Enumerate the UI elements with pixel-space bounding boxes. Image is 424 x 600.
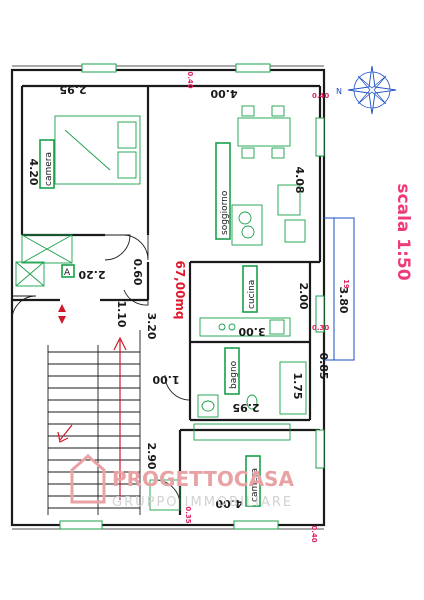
dim-camera1-width: 2.95 — [59, 83, 86, 96]
dim-camera1-depth: 4.20 — [27, 158, 40, 185]
dim-soggiorno-width: 4.00 — [210, 87, 237, 100]
dim-bottom-035: 0.35 — [184, 506, 192, 523]
dim-camera2-depth: 2.90 — [145, 442, 158, 469]
dim-cucina-depth: 2.00 — [297, 282, 310, 309]
dim-wall-060: 0.60 — [131, 258, 144, 285]
room-labels: camera soggiorno cucina bagno camera A — [39, 139, 261, 507]
room-label-camera-1: camera — [44, 152, 54, 186]
windows — [59, 63, 325, 530]
total-area: 67,00mq — [173, 260, 187, 319]
dim-balcony-380: 3.80 — [337, 286, 350, 313]
dim-soggiorno-depth: 4.08 — [293, 166, 306, 193]
dim-bagno-door: 1.00 — [152, 373, 179, 386]
dim-bagno-width: 2.95 — [232, 401, 259, 414]
dim-hall-width: 2.20 — [78, 268, 105, 281]
dim-top-window-040: 0.40 — [186, 71, 194, 88]
dim-small-030: 0.30 — [312, 324, 329, 332]
bathroom-fixtures — [197, 361, 307, 418]
closet-a — [15, 261, 45, 287]
compass-north-label: N — [336, 87, 342, 96]
doors — [11, 234, 191, 506]
compass-rose: N — [336, 65, 397, 115]
kitchen-counter — [199, 317, 291, 337]
dim-window-right-040: 0.40 — [312, 92, 329, 100]
dim-bagno-depth: 1.75 — [291, 372, 304, 399]
dim-cucina-width: 3.00 — [238, 325, 265, 338]
watermark-house-icon — [70, 454, 106, 504]
watermark: PROGETTOCASA GRUPPO IMMOBILIARE — [70, 454, 294, 510]
entrance-marker — [58, 304, 66, 324]
room-label-soggiorno: soggiorno — [220, 190, 230, 235]
marker-a: A — [64, 268, 71, 278]
bed-room2 — [149, 423, 291, 511]
dining-table — [237, 105, 291, 159]
dim-corridor-320: 3.20 — [145, 312, 158, 339]
wardrobe — [21, 234, 73, 264]
room-label-camera-2: camera — [250, 468, 260, 502]
dimensions: 2.95 4.00 2.20 3.00 1.00 2.95 4.00 4.20 … — [27, 71, 350, 542]
balcony — [324, 217, 355, 361]
dim-stair-110: 1.10 — [115, 300, 128, 327]
dim-small-019: 19 — [342, 279, 350, 289]
room-label-cucina: cucina — [247, 280, 257, 309]
dim-bottom-040: 0.40 — [310, 525, 318, 542]
watermark-brand: PROGETTOCASA — [112, 467, 294, 491]
double-bed — [54, 115, 141, 185]
dim-wall-085: 0.85 — [317, 352, 330, 379]
dim-camera2-width: 4.00 — [215, 497, 242, 510]
sofa — [231, 184, 306, 246]
interior-walls — [12, 84, 322, 515]
room-label-bagno: bagno — [229, 360, 239, 389]
scale-label: scala 1:50 — [393, 183, 413, 280]
watermark-subtitle: GRUPPO IMMOBILIARE — [112, 495, 293, 510]
stair-arrows — [57, 336, 127, 500]
